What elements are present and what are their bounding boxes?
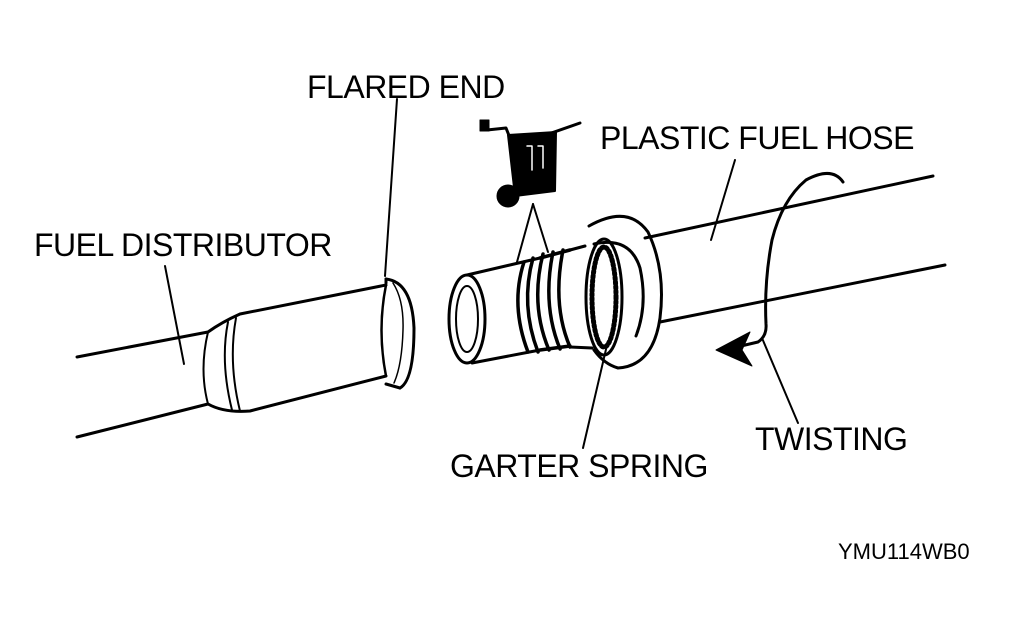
leader-lines (164, 98, 799, 449)
plastic-fuel-hose-label: PLASTIC FUEL HOSE (600, 120, 914, 156)
connector-body (568, 214, 663, 370)
release-tool (479, 119, 582, 208)
flared-end (380, 277, 416, 390)
fuel-distributor-label: FUEL DISTRIBUTOR (34, 227, 332, 263)
garter-spring-label: GARTER SPRING (450, 448, 708, 484)
o-rings (516, 248, 572, 354)
twisting-arrow (715, 172, 845, 367)
flared-end-label: FLARED END (307, 69, 505, 105)
figure-code-label: YMU114WB0 (838, 539, 970, 564)
twisting-label: TWISTING (755, 421, 908, 457)
fuel-distributor-pipe (75, 283, 388, 439)
plastic-fuel-hose (643, 174, 947, 324)
